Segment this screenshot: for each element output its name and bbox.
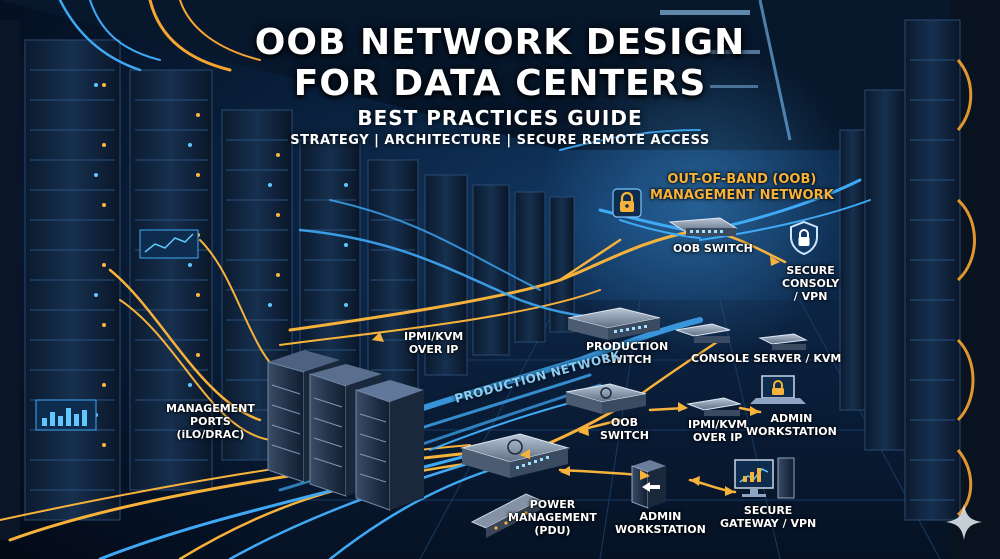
server-icon <box>642 482 660 492</box>
label-power-management: POWER MANAGEMENT (PDU) <box>508 498 597 537</box>
label-production-switch-line-1: PRODUCTION <box>586 340 669 353</box>
page-title-line-1: OOB NETWORK DESIGN <box>254 22 746 63</box>
lock-icon <box>612 188 642 218</box>
label-admin-workstation-bottom-line-2: WORKSTATION <box>615 523 706 536</box>
label-ipmi-kvm-right-line-1: IPMI/KVM <box>688 418 748 431</box>
label-secure-console-vpn: SECURE CONSOLY / VPN <box>782 264 839 303</box>
label-ipmi-kvm-right: IPMI/KVM OVER IP <box>688 418 747 444</box>
label-oob-switch-mid: OOB SWITCH <box>600 416 649 442</box>
overhead-cables <box>58 0 701 151</box>
oob-switch-mid-device <box>565 383 647 414</box>
shield-lock-icon <box>790 220 818 256</box>
label-secure-console-line-1: SECURE <box>786 264 835 277</box>
label-oob-switch-top: OOB SWITCH <box>673 242 753 255</box>
admin-workstation-laptop-device <box>750 375 806 404</box>
label-oob-management-network-line-1: OUT-OF-BAND (OOB) <box>667 172 817 187</box>
label-ipmi-kvm-left-line-2: OVER IP <box>408 343 459 356</box>
label-management-ports-line-2: PORTS <box>190 415 231 428</box>
label-admin-workstation-bottom: ADMIN WORKSTATION <box>615 510 706 536</box>
label-admin-workstation-bottom-line-1: ADMIN <box>639 510 682 523</box>
ipmi-kvm-device <box>686 397 742 416</box>
page-tagline: STRATEGY | ARCHITECTURE | SECURE REMOTE … <box>290 133 710 148</box>
label-ipmi-kvm-left: IPMI/KVM OVER IP <box>404 330 463 356</box>
label-production-switch: PRODUCTION SWITCH <box>586 340 668 366</box>
sparkle-icon <box>946 504 982 540</box>
right-rack-row <box>839 0 1000 559</box>
label-oob-management-network: OUT-OF-BAND (OOB) MANAGEMENT NETWORK <box>650 172 834 204</box>
monitor-chart-icon <box>743 468 761 482</box>
oob-switch-top-device <box>668 217 738 236</box>
label-oob-switch-mid-line-1: OOB <box>610 416 639 429</box>
laptop-lock-icon <box>772 380 784 395</box>
label-secure-console-line-2: CONSOLY <box>782 277 840 290</box>
console-server-device <box>675 323 808 350</box>
left-rack-row <box>0 20 575 540</box>
label-secure-gateway-vpn: SECURE GATEWAY / VPN <box>720 504 816 530</box>
label-secure-gateway-line-2: GATEWAY / VPN <box>720 517 817 530</box>
pdu-device <box>470 493 542 538</box>
label-management-ports-line-3: (iLO/DRAC) <box>176 428 245 441</box>
server-towers <box>267 350 424 511</box>
label-secure-gateway-line-1: SECURE <box>743 504 793 517</box>
production-switch-device <box>567 307 661 340</box>
label-power-management-line-3: (PDU) <box>534 524 571 537</box>
label-oob-switch-mid-line-2: SWITCH <box>600 429 649 442</box>
flow-arrows <box>372 256 780 496</box>
label-management-ports: MANAGEMENT PORTS (iLO/DRAC) <box>166 402 255 441</box>
label-console-server-kvm: CONSOLE SERVER / KVM <box>691 352 842 365</box>
label-power-management-line-1: POWER <box>529 498 576 511</box>
label-admin-workstation-right: ADMIN WORKSTATION <box>746 412 837 438</box>
label-admin-workstation-right-line-1: ADMIN <box>770 412 813 425</box>
page-title-line-2: FOR DATA CENTERS <box>293 63 707 104</box>
label-production-switch-line-2: SWITCH <box>602 353 652 366</box>
label-power-management-line-2: MANAGEMENT <box>508 511 597 524</box>
core-switch-device <box>460 433 570 478</box>
label-ipmi-kvm-right-line-2: OVER IP <box>692 431 743 444</box>
page-subtitle: BEST PRACTICES GUIDE <box>357 106 643 130</box>
label-ipmi-kvm-left-line-1: IPMI/KVM <box>404 330 464 343</box>
label-oob-management-network-line-2: MANAGEMENT NETWORK <box>650 188 834 203</box>
label-secure-console-line-3: / VPN <box>793 290 828 303</box>
label-admin-workstation-right-line-2: WORKSTATION <box>746 425 837 438</box>
label-management-ports-line-1: MANAGEMENT <box>166 402 255 415</box>
